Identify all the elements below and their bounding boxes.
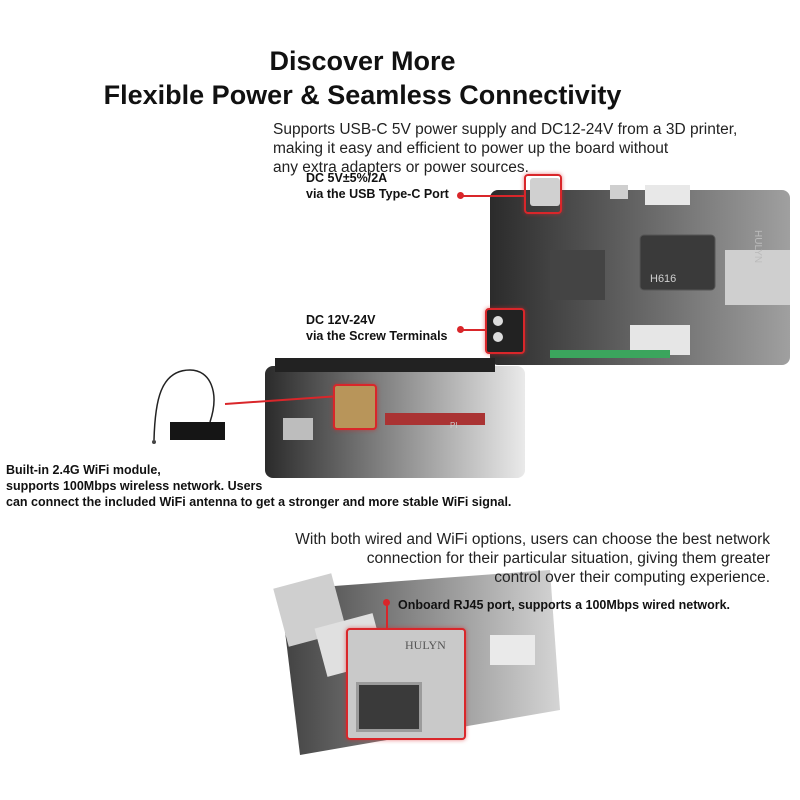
chip-label: H616 xyxy=(650,273,676,285)
network-line: With both wired and WiFi options, users … xyxy=(295,531,770,548)
page-title-line2: Flexible Power & Seamless Connectivity xyxy=(103,80,622,110)
screw-callout-dot xyxy=(457,326,464,333)
usbc-callout-line xyxy=(462,195,524,197)
screw-terminal-icon xyxy=(493,316,503,326)
network-paragraph: With both wired and WiFi options, users … xyxy=(295,530,770,587)
usbc-callout-line1: DC 5V±5%/2A xyxy=(306,171,388,185)
board-top-image: H616 HULYN xyxy=(490,178,790,365)
screw-callout-line2: via the Screw Terminals xyxy=(306,329,448,343)
brand-label: HULYN xyxy=(752,230,763,263)
screw-callout-line1: DC 12V-24V xyxy=(306,313,376,327)
usbc-callout-dot xyxy=(457,192,464,199)
screw-callout-line xyxy=(462,329,485,331)
wifi-callout-line2: supports 100Mbps wireless network. Users xyxy=(6,479,263,493)
wifi-antenna-image xyxy=(152,369,225,444)
rj45-callout-line xyxy=(386,602,388,630)
usbc-callout: DC 5V±5%/2A via the USB Type-C Port xyxy=(306,170,449,202)
usbc-highlight xyxy=(524,174,562,214)
rj45-port xyxy=(356,682,422,732)
board-middle-image: PI xyxy=(265,358,525,478)
rj45-callout: Onboard RJ45 port, supports a 100Mbps wi… xyxy=(398,597,730,613)
page-title-line1: Discover More xyxy=(269,46,456,76)
rj45-callout-line1: Onboard RJ45 port, supports a 100Mbps wi… xyxy=(398,598,731,612)
intro-line: any extra adapters or power sources. xyxy=(273,159,529,176)
wifi-callout: Built-in 2.4G WiFi module, supports 100M… xyxy=(6,462,511,510)
screw-terminal-icon xyxy=(493,332,503,342)
wifi-callout-line1: Built-in 2.4G WiFi module, xyxy=(6,463,161,477)
usbc-callout-line2: via the USB Type-C Port xyxy=(306,187,449,201)
intro-line: making it easy and efficient to power up… xyxy=(273,140,669,157)
pi-label: PI xyxy=(450,421,458,430)
intro-line: Supports USB-C 5V power supply and DC12-… xyxy=(273,121,738,138)
network-line: connection for their particular situatio… xyxy=(366,550,770,567)
screw-terminal-highlight xyxy=(485,308,525,354)
wifi-module-highlight xyxy=(333,384,377,430)
network-line: control over their computing experience. xyxy=(494,569,770,586)
rj45-brand-label: HULYN xyxy=(405,638,446,652)
intro-paragraph: Supports USB-C 5V power supply and DC12-… xyxy=(273,120,737,177)
screw-callout: DC 12V-24V via the Screw Terminals xyxy=(306,312,448,344)
wifi-callout-line3: can connect the included WiFi antenna to… xyxy=(6,495,512,509)
